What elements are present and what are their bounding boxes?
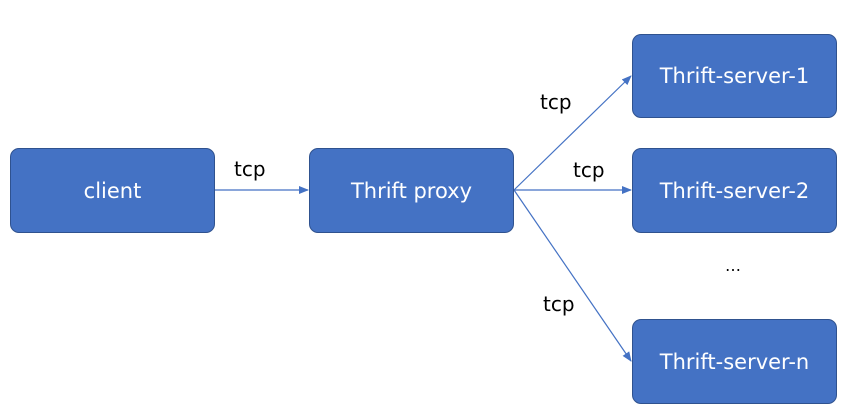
edge-label-proxy-server-n: tcp — [543, 292, 575, 316]
node-label: Thrift-server-2 — [659, 178, 810, 203]
edge-proxy-to-server-1 — [513, 75, 632, 191]
node-client: client — [10, 148, 215, 233]
edge-label-proxy-server-2: tcp — [573, 158, 605, 182]
ellipsis-more-servers: … — [725, 256, 741, 275]
node-label: Thrift-server-1 — [659, 64, 810, 88]
node-label: client — [83, 178, 142, 203]
node-label: Thrift proxy — [350, 178, 473, 203]
node-thrift-server-1: Thrift-server-1 — [632, 34, 837, 118]
node-thrift-server-2: Thrift-server-2 — [632, 148, 837, 233]
node-thrift-proxy: Thrift proxy — [309, 148, 514, 233]
node-thrift-server-n: Thrift-server-n — [632, 319, 837, 404]
edge-proxy-to-server-n — [513, 189, 632, 362]
edge-label-proxy-server-1: tcp — [540, 90, 572, 114]
node-label: Thrift-server-n — [659, 349, 810, 374]
edge-label-client-proxy: tcp — [234, 157, 266, 181]
